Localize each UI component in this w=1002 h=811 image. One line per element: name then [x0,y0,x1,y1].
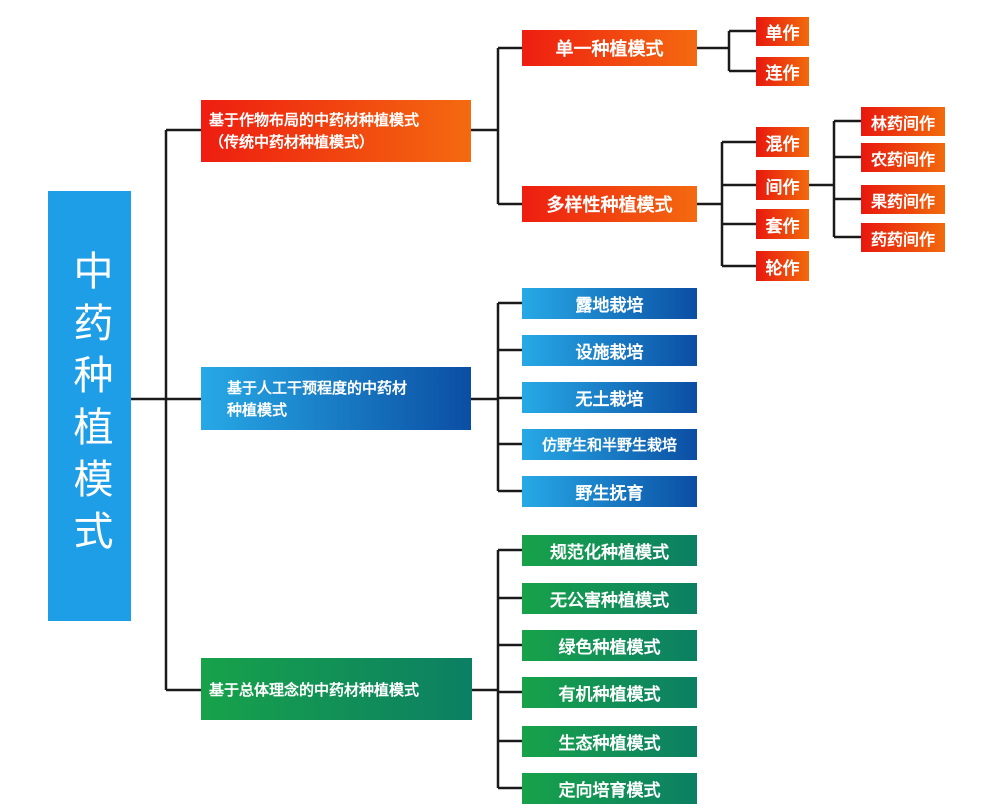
relay-crop-node: 套作 [756,209,809,239]
continuous-crop-label: 连作 [765,64,800,84]
facility-cultivation-node: 设施栽培 [522,335,697,366]
directed-cultivation-label: 定向培育模式 [558,781,661,801]
fruit-herb-intercrop-node: 果药间作 [861,185,945,214]
standardized-planting-node: 规范化种植模式 [522,535,697,566]
continuous-crop-node: 连作 [756,57,809,86]
intervention-branch-label-line2: 种植模式 [227,400,288,419]
rotation-crop-node: 轮作 [756,251,809,281]
pollution-free-planting-label: 无公害种植模式 [550,591,669,611]
mixed-crop-label: 混作 [765,134,800,155]
concept-branch-node: 基于总体理念的中药材种植模式 [201,658,472,720]
green-planting-node: 绿色种植模式 [522,630,697,661]
single-planting-label: 单一种植模式 [555,39,664,60]
wild-tending-node: 野生抚育 [522,476,697,507]
farm-herb-intercrop-node: 农药间作 [861,143,945,172]
green-planting-label: 绿色种植模式 [558,638,661,658]
root-label: 中药种植模式 [66,250,113,562]
standardized-planting-label: 规范化种植模式 [550,543,669,563]
farm-herb-intercrop-label: 农药间作 [870,149,935,169]
open-field-cultivation-node: 露地栽培 [522,288,697,319]
open-field-cultivation-label: 露地栽培 [575,296,644,316]
facility-cultivation-label: 设施栽培 [575,343,644,363]
diverse-planting-node: 多样性种植模式 [522,186,697,222]
single-planting-node: 单一种植模式 [522,30,697,66]
rotation-crop-label: 轮作 [765,258,800,279]
ecological-planting-node: 生态种植模式 [522,726,697,757]
mono-crop-node: 单作 [756,17,809,46]
intervention-branch-node: 基于人工干预程度的中药材 种植模式 [201,367,471,430]
concept-branch-label: 基于总体理念的中药材种植模式 [209,680,420,699]
diverse-planting-label: 多样性种植模式 [546,195,673,216]
intercrop-label: 间作 [765,177,800,198]
layout-branch-label-line1: 基于作物布局的中药材种植模式 [209,111,420,129]
mixed-crop-node: 混作 [756,127,809,157]
soilless-cultivation-label: 无土栽培 [575,390,644,410]
relay-crop-label: 套作 [765,216,800,237]
forest-herb-intercrop-label: 林药间作 [870,113,935,133]
pollution-free-planting-node: 无公害种植模式 [522,583,697,614]
semi-wild-cultivation-node: 仿野生和半野生栽培 [522,429,697,460]
semi-wild-cultivation-label: 仿野生和半野生栽培 [541,436,677,454]
layout-branch-label-line2: （传统中药材种植模式） [209,133,375,151]
herb-herb-intercrop-node: 药药间作 [861,223,945,252]
ecological-planting-label: 生态种植模式 [558,734,661,754]
directed-cultivation-node: 定向培育模式 [522,773,697,804]
layout-branch-node: 基于作物布局的中药材种植模式 （传统中药材种植模式） [201,100,471,162]
root-node: 中药种植模式 [48,191,131,621]
intervention-branch-label-line1: 基于人工干预程度的中药材 [227,378,408,397]
organic-planting-label: 有机种植模式 [558,685,661,705]
mono-crop-label: 单作 [765,24,800,44]
soilless-cultivation-node: 无土栽培 [522,382,697,413]
fruit-herb-intercrop-label: 果药间作 [870,191,935,211]
forest-herb-intercrop-node: 林药间作 [861,107,945,136]
organic-planting-node: 有机种植模式 [522,677,697,708]
intercrop-node: 间作 [756,170,809,200]
wild-tending-label: 野生抚育 [575,484,644,504]
herb-herb-intercrop-label: 药药间作 [870,229,935,249]
